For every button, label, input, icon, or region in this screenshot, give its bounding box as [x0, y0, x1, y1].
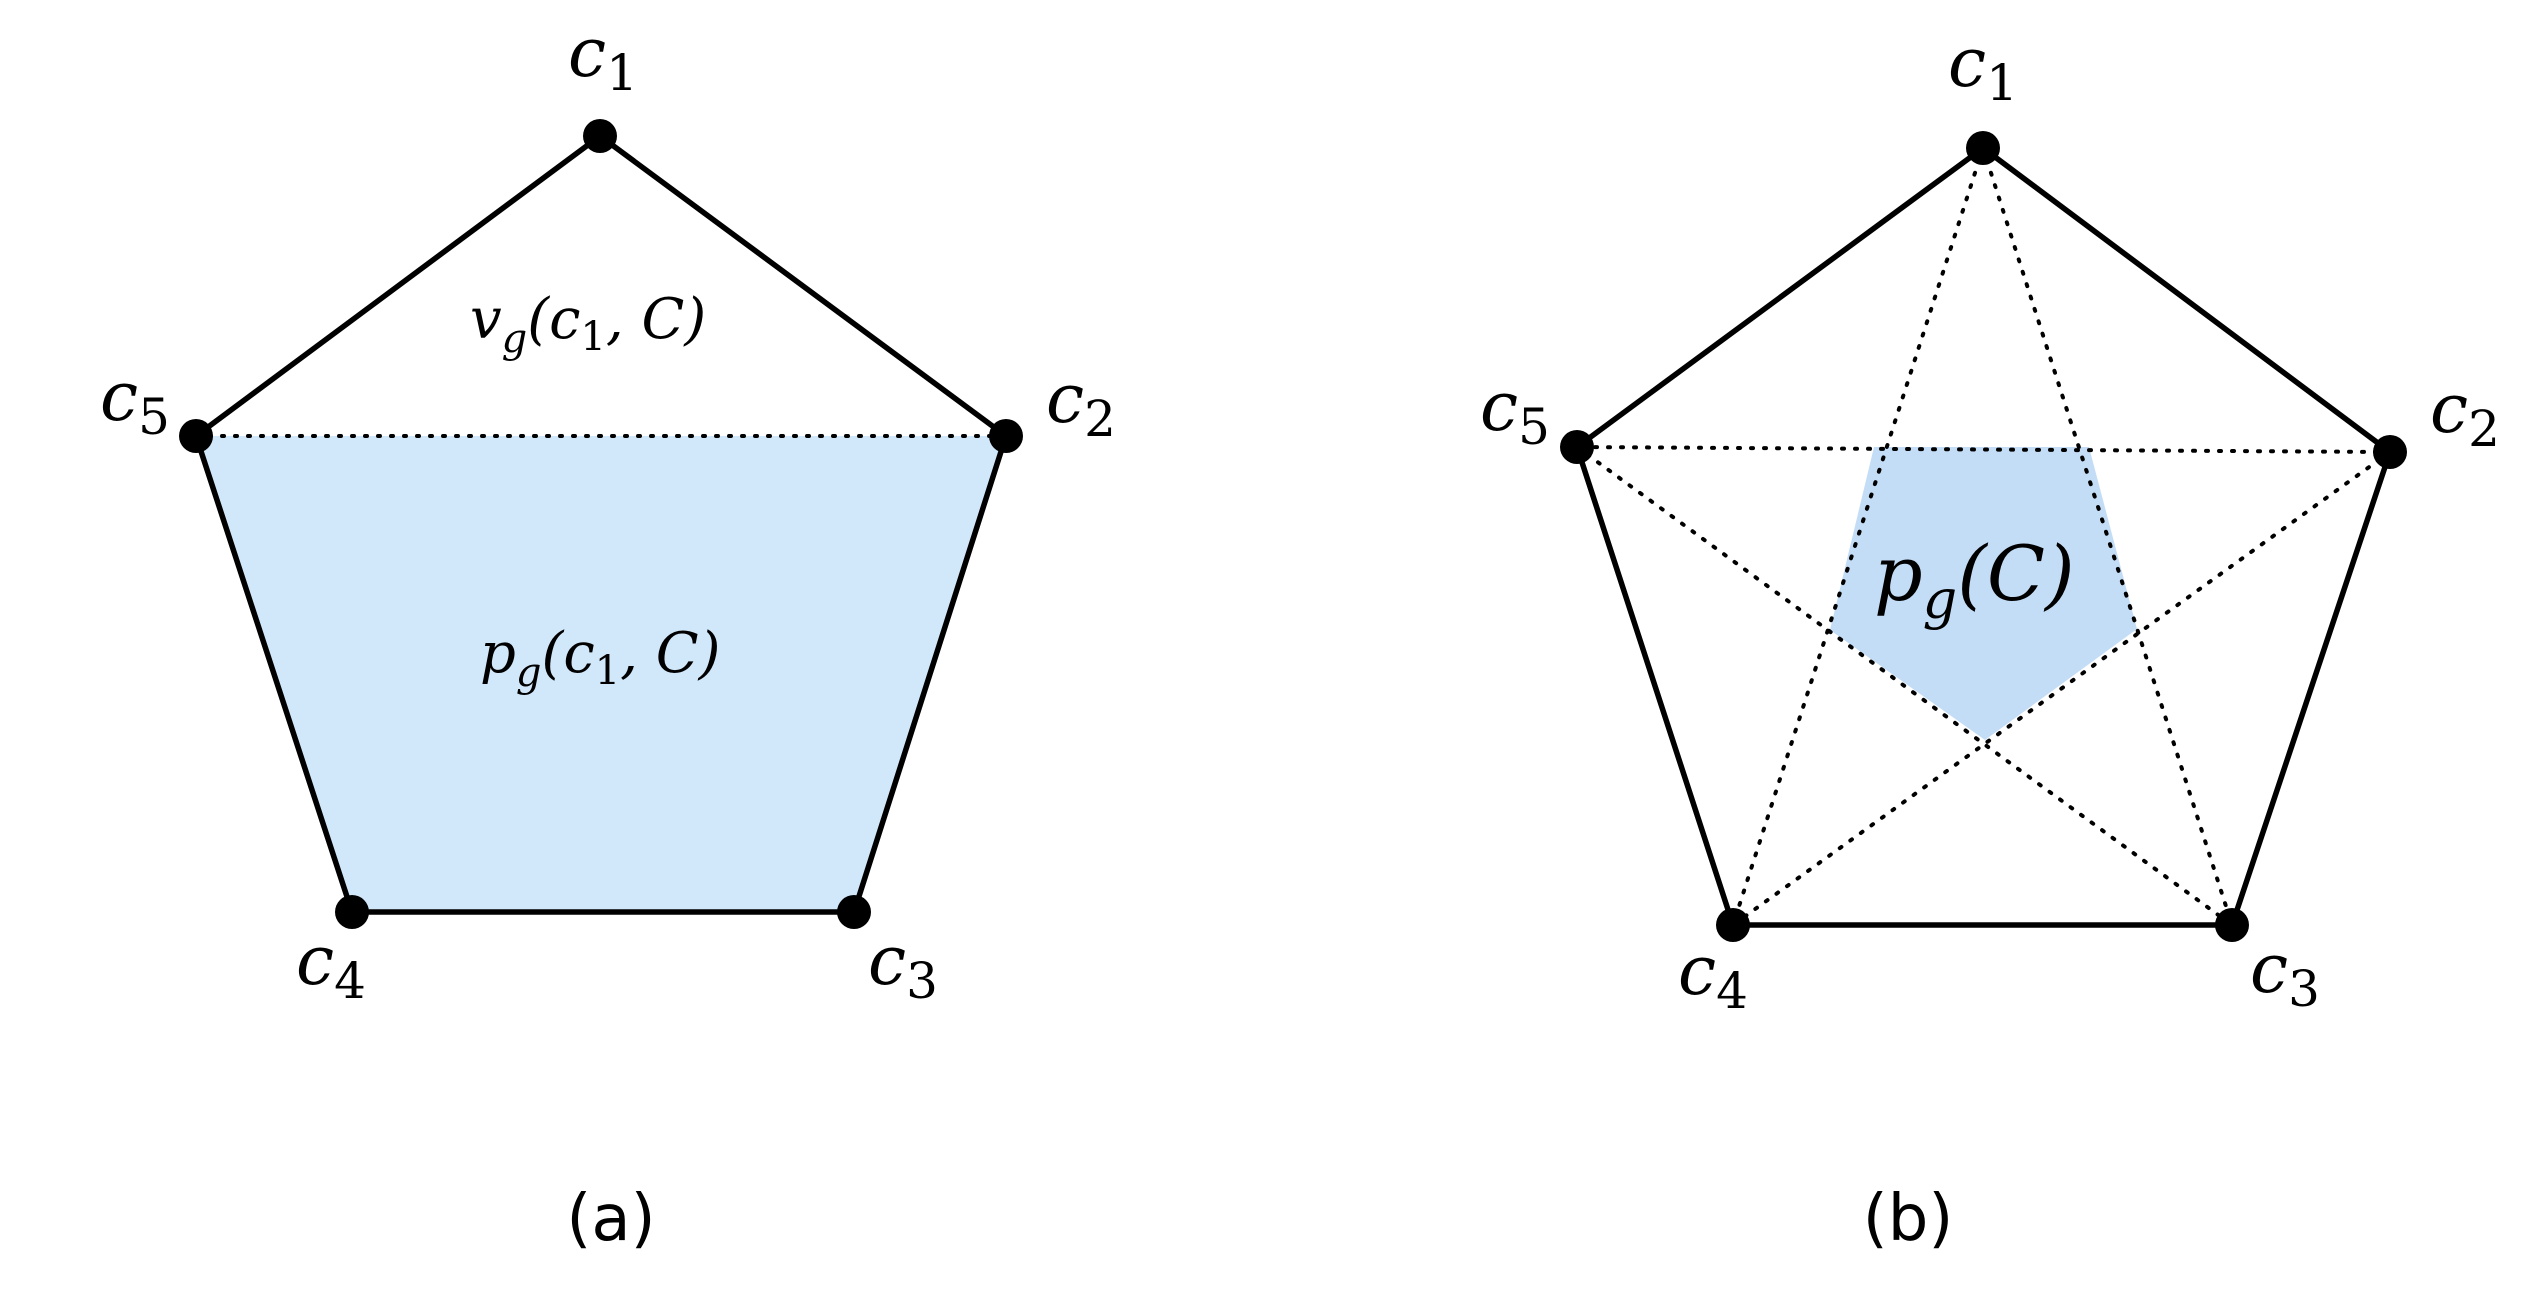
vertex-c3 [837, 895, 871, 929]
label-c5: c5 [1480, 368, 1550, 456]
dotted-diagonal-c2-c4 [1731, 450, 2392, 927]
vertex-c1 [1966, 131, 2000, 165]
pentagon-outline-b [1573, 144, 2394, 928]
shaded-region-pg-c1 [196, 436, 1006, 912]
label-c1: c1 [568, 14, 638, 102]
caption-a: (a) [566, 1182, 655, 1256]
vertex-c4 [1716, 908, 1750, 942]
vertex-c5 [179, 419, 213, 453]
label-c2: c2 [2430, 370, 2500, 458]
panel-b: c1 c2 c3 c4 c5 pg(C) (b) [1480, 24, 2500, 1256]
dotted-diagonal-c1-c3 [1981, 146, 2234, 927]
label-c5: c5 [100, 358, 170, 446]
vertex-c2 [989, 419, 1023, 453]
label-pg-c1-C: pg(c1, C) [480, 621, 720, 696]
label-c4: c4 [1678, 932, 1748, 1020]
dotted-diagonal-c2-c5 [1575, 445, 2392, 454]
label-vg-c1-C: vg(c1, C) [470, 287, 706, 362]
vertex-c4 [335, 895, 369, 929]
vertex-c1 [583, 119, 617, 153]
vertex-c3 [2215, 908, 2249, 942]
label-pg-C: pg(C) [1874, 529, 2075, 631]
vertex-c2 [2373, 435, 2407, 469]
label-c2: c2 [1046, 360, 1116, 448]
vertex-c5 [1560, 430, 1594, 464]
caption-b: (b) [1863, 1182, 1954, 1256]
label-c1: c1 [1948, 24, 2018, 112]
label-c4: c4 [296, 922, 366, 1010]
panel-a: c1 c2 c3 c4 c5 vg(c1, C) pg(c1, C) (a) [100, 14, 1116, 1256]
dotted-diagonal-c5-c3 [1575, 445, 2234, 927]
shaded-region-pg-C [1830, 447, 2137, 740]
label-c3: c3 [868, 922, 938, 1010]
label-c3: c3 [2250, 930, 2320, 1018]
pentagon-outline-a [192, 132, 1010, 915]
